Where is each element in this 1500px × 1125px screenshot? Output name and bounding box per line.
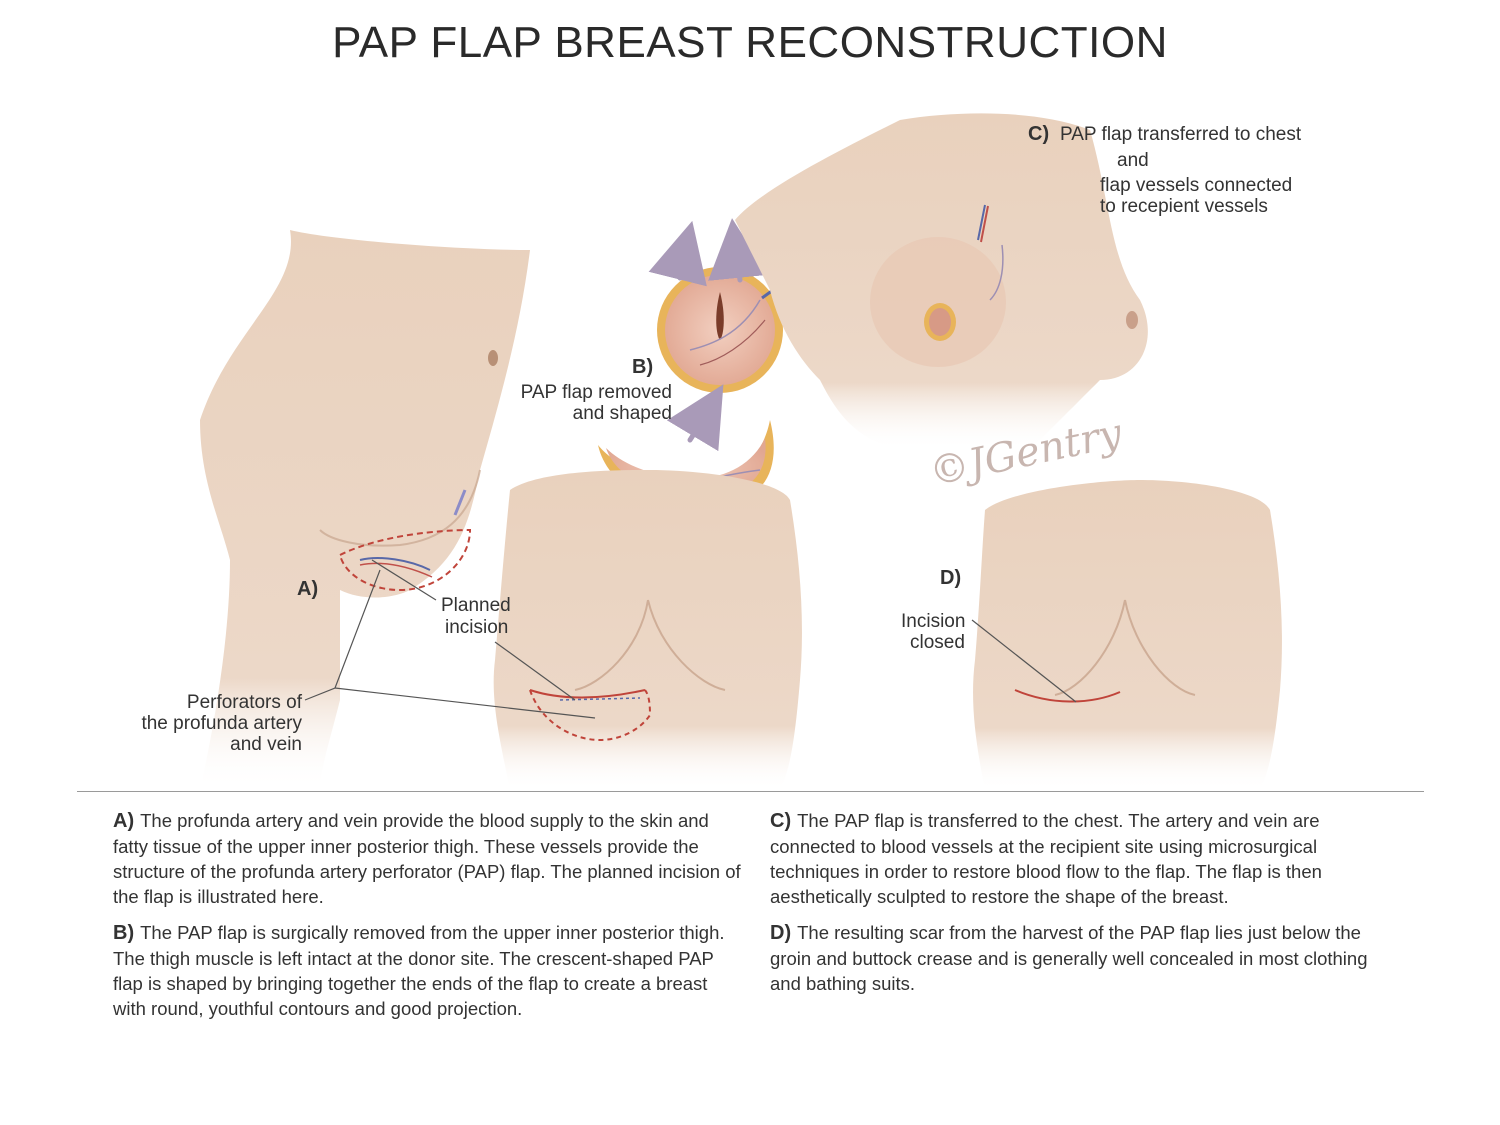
- chest-c-figure: [735, 113, 1148, 450]
- label-perf-line1: Perforators of: [100, 692, 302, 714]
- label-perf-line3: and vein: [100, 734, 302, 756]
- paragraph-d-label: D): [770, 922, 791, 944]
- label-a-letter: A): [297, 578, 318, 601]
- paragraph-d-text: The resulting scar from the harvest of t…: [770, 922, 1367, 994]
- thighs-b-figure: [494, 470, 802, 790]
- paragraph-c-label: C): [770, 810, 791, 832]
- label-planned-line2: incision: [445, 617, 508, 639]
- label-planned-line1: Planned: [441, 595, 511, 617]
- thighs-d-figure: [973, 480, 1282, 790]
- label-b-line1: PAP flap removed: [500, 382, 672, 404]
- label-incision-line1: Incision: [901, 611, 965, 633]
- paragraph-c: C)The PAP flap is transferred to the che…: [770, 808, 1390, 909]
- paragraph-c-text: The PAP flap is transferred to the chest…: [770, 810, 1322, 907]
- label-c-line1: PAP flap transferred to chest: [1060, 124, 1301, 146]
- paragraph-b: B)The PAP flap is surgically removed fro…: [113, 920, 743, 1021]
- label-b-line2: and shaped: [500, 403, 672, 425]
- paragraph-a-text: The profunda artery and vein provide the…: [113, 810, 741, 907]
- label-c-line4: to recepient vessels: [1100, 196, 1268, 218]
- illustration: [0, 0, 1500, 790]
- section-divider: [77, 791, 1424, 792]
- label-c-letter: C): [1028, 123, 1049, 146]
- paragraph-a: A)The profunda artery and vein provide t…: [113, 808, 743, 909]
- paragraph-a-label: A): [113, 810, 134, 832]
- label-c-line3: flap vessels connected: [1100, 175, 1292, 197]
- paragraph-b-label: B): [113, 922, 134, 944]
- label-b-letter: B): [632, 356, 653, 379]
- paragraph-b-text: The PAP flap is surgically removed from …: [113, 922, 725, 1019]
- paragraph-d: D)The resulting scar from the harvest of…: [770, 920, 1390, 996]
- flap-disc: [657, 267, 783, 393]
- label-incision-line2: closed: [910, 632, 965, 654]
- label-perf-line2: the profunda artery: [100, 713, 302, 735]
- label-d-letter: D): [940, 567, 961, 590]
- label-c-line2: and: [1117, 150, 1149, 172]
